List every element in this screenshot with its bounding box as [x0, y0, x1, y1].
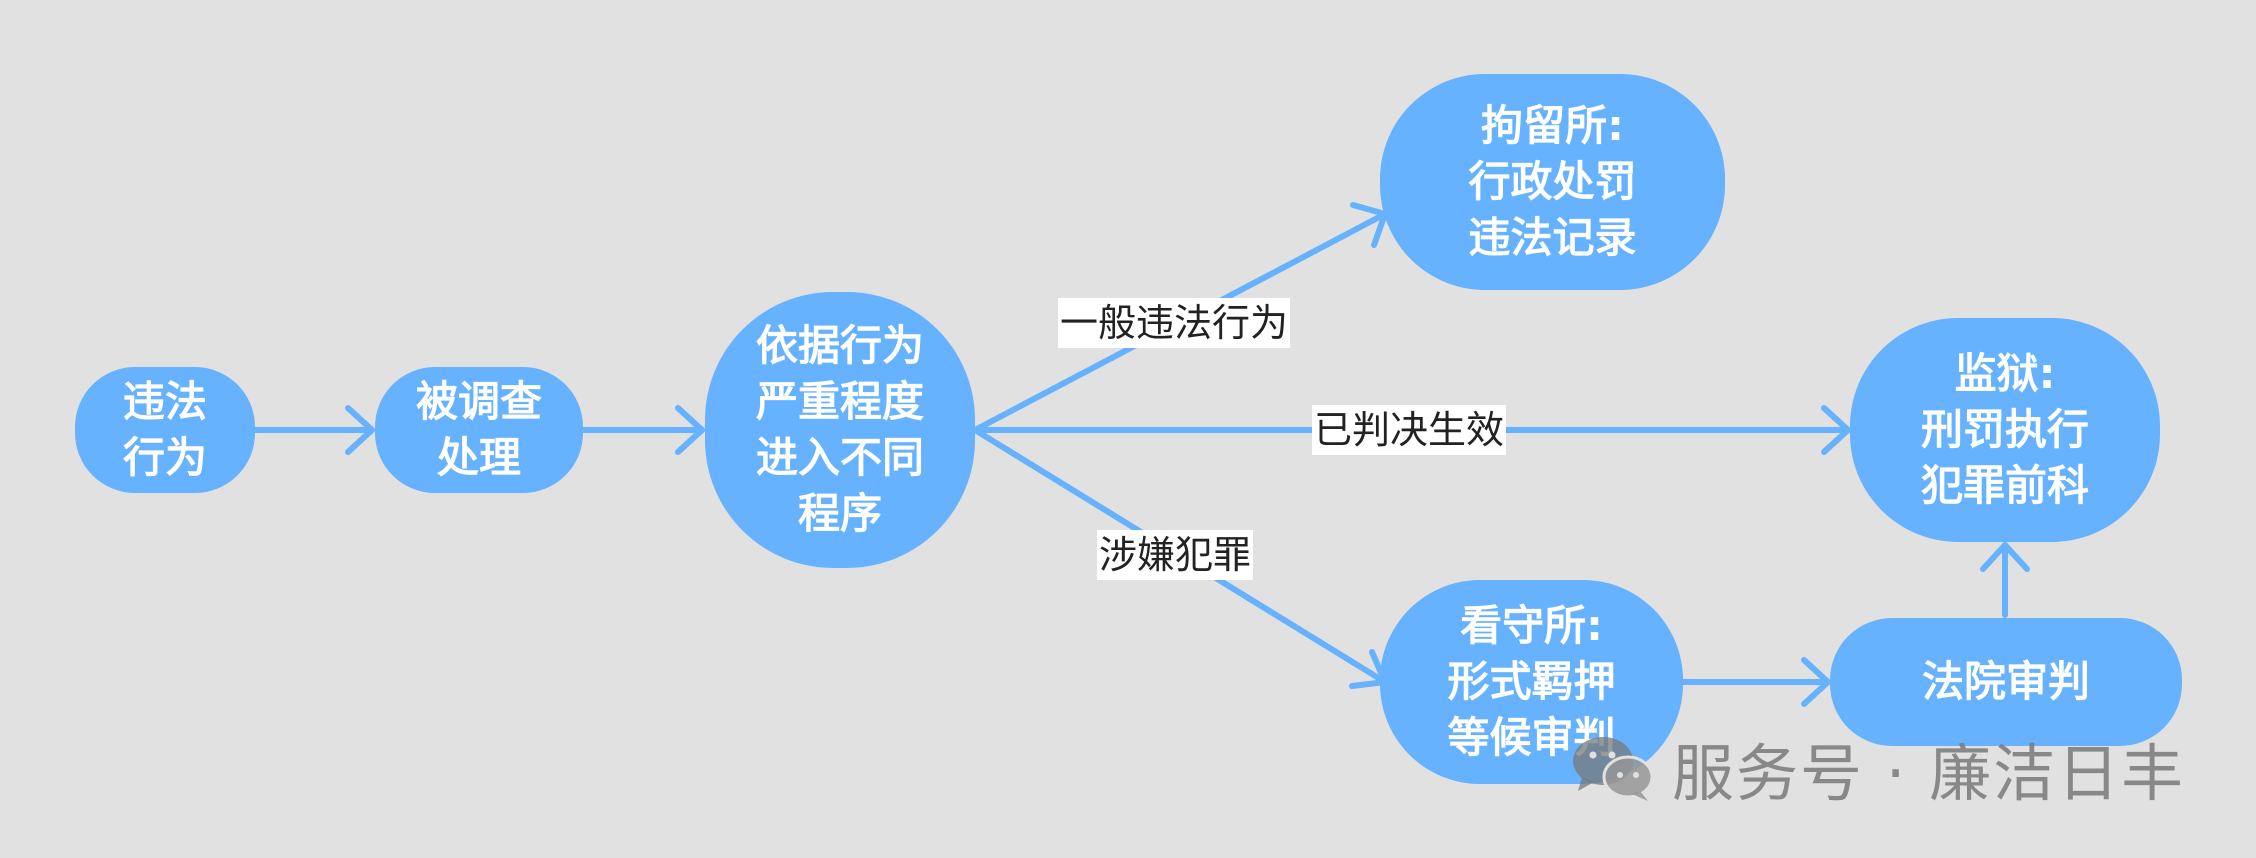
edge-label-general-violation: 一般违法行为 — [1058, 298, 1291, 348]
node-prison-line3: 犯罪前科 — [1920, 461, 2089, 510]
node-detention-center-line1: 看守所: — [1460, 601, 1603, 650]
node-investigated: 被调查 处理 — [375, 367, 583, 493]
node-court-trial-line1: 法院审判 — [1921, 657, 2090, 706]
node-investigated-line1: 被调查 — [415, 377, 542, 426]
node-prison-line2: 刑罚执行 — [1920, 405, 2089, 454]
edge-label-suspected-crime: 涉嫌犯罪 — [1097, 530, 1254, 580]
node-severity-routing: 依据行为 严重程度 进入不同 程序 — [705, 292, 975, 568]
node-detention-admin-line2: 行政处罚 — [1468, 157, 1637, 206]
node-illegal-behavior-line2: 行为 — [122, 433, 207, 482]
arrow-investigated-to-severity — [580, 405, 705, 455]
node-detention-center-line2: 形式羁押 — [1447, 657, 1616, 706]
wechat-icon — [1570, 733, 1654, 803]
edge-label-verdict-effective: 已判决生效 — [1312, 405, 1507, 455]
node-investigated-line2: 处理 — [436, 433, 521, 482]
node-detention-admin-line3: 违法记录 — [1468, 213, 1637, 262]
node-severity-routing-line4: 程序 — [797, 489, 882, 538]
node-court-trial: 法院审判 — [1830, 618, 2182, 746]
node-illegal-behavior: 违法 行为 — [75, 367, 255, 493]
node-detention-admin: 拘留所: 行政处罚 违法记录 — [1380, 74, 1725, 290]
node-illegal-behavior-line1: 违法 — [122, 377, 207, 426]
node-prison: 监狱: 刑罚执行 犯罪前科 — [1850, 318, 2160, 542]
node-severity-routing-line3: 进入不同 — [755, 433, 924, 482]
node-detention-admin-line1: 拘留所: — [1481, 101, 1624, 150]
node-severity-routing-line1: 依据行为 — [755, 321, 924, 370]
node-detention-center: 看守所: 形式羁押 等候审判 — [1380, 580, 1683, 784]
watermark: 服务号 · 廉洁日丰 — [1570, 728, 2185, 810]
arrow-illegal-to-investigated — [252, 405, 375, 455]
arrow-detention-to-court — [1680, 657, 1831, 707]
node-prison-line1: 监狱: — [1954, 349, 2056, 398]
arrow-court-to-prison — [1980, 542, 2030, 618]
node-severity-routing-line2: 严重程度 — [755, 377, 924, 426]
watermark-text: 服务号 · 廉洁日丰 — [1672, 737, 2186, 810]
